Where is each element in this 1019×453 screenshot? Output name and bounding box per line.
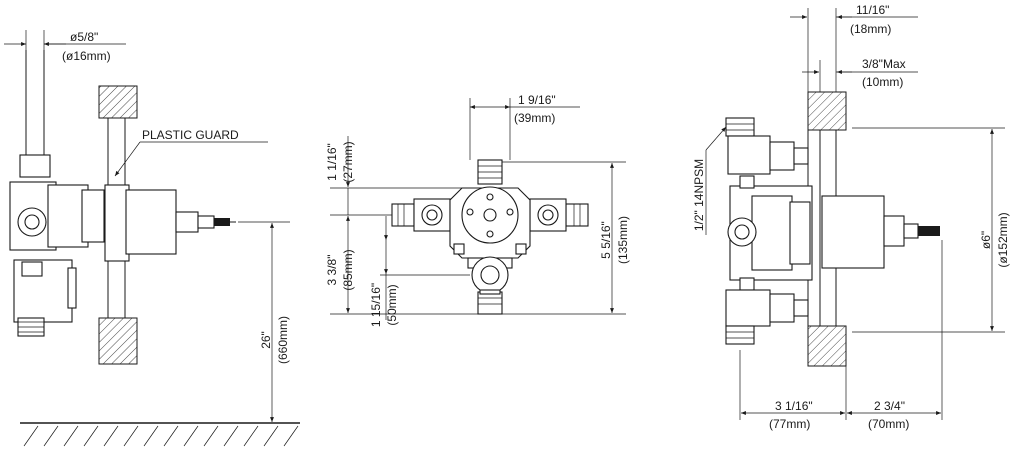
plate-diameter-label: ø6" <box>979 231 993 249</box>
bottom-outlet <box>477 291 503 315</box>
right-inlet <box>529 198 589 232</box>
total-height-dimension: 5 5/16" (135mm) <box>502 161 630 315</box>
plastic-guard-callout: PLASTIC GUARD <box>114 128 268 177</box>
plate-diameter-mm-label: (ø152mm) <box>996 212 1010 267</box>
floor-line <box>20 422 300 447</box>
pipe-diameter-dimension: ø5/8" (ø16mm) <box>4 30 126 63</box>
upper-offset-label: 1 1/16" <box>325 143 339 181</box>
thread-label: 1/2" 14NPSM <box>692 159 706 231</box>
wall-max-mm-label: (18mm) <box>850 22 891 36</box>
right-side-view: 11/16" (18mm) 3/8"Max (10mm) 1/2" 14NPSM… <box>692 3 1010 431</box>
outlet-offset-label: 1 15/16" <box>369 283 383 327</box>
height-dimension: 26" (660mm) <box>238 221 290 422</box>
valve-body-right <box>725 117 940 345</box>
height-label: 26" <box>259 331 273 349</box>
depth-dimensions: 3 1/16" (77mm) 2 3/4" (70mm) <box>739 240 943 431</box>
valve-body-side <box>9 181 105 337</box>
top-width-label: 1 9/16" <box>518 93 556 107</box>
pipe-diameter-mm-label: (ø16mm) <box>62 49 111 63</box>
top-width-mm-label: (39mm) <box>514 111 555 125</box>
left-side-view: ø5/8" (ø16mm) PLASTIC GUARD 26" (660mm) <box>4 30 300 447</box>
pipe-diameter-label: ø5/8" <box>70 30 98 44</box>
wall-min-label: 3/8"Max <box>862 57 906 71</box>
left-inlet <box>391 198 451 232</box>
height-mm-label: (660mm) <box>276 316 290 364</box>
top-width-dimension: 1 9/16" (39mm) <box>469 93 580 160</box>
thread-callout: 1/2" 14NPSM <box>692 126 727 235</box>
lower-offset-label: 3 3/8" <box>325 255 339 286</box>
plate-diameter-dimension: ø6" (ø152mm) <box>852 127 1010 333</box>
front-view: 1 9/16" (39mm) 1 1/16" (27mm) 3 3/8" (85… <box>325 93 630 327</box>
stem-mm-label: (70mm) <box>868 417 909 431</box>
outlet-offset-mm-label: (50mm) <box>385 284 399 325</box>
wall-max-label: 11/16" <box>856 3 889 17</box>
depth-label: 3 1/16" <box>775 399 813 413</box>
depth-mm-label: (77mm) <box>769 417 810 431</box>
valve-body-front <box>449 186 531 295</box>
stem-label: 2 3/4" <box>874 399 905 413</box>
plastic-guard-side <box>104 184 236 262</box>
lower-offset-mm-label: (85mm) <box>341 249 355 290</box>
left-vertical-dimensions: 1 1/16" (27mm) 3 3/8" (85mm) 1 15/16" (5… <box>325 136 478 327</box>
wall-min-mm-label: (10mm) <box>862 75 903 89</box>
wall-thickness-dimensions: 11/16" (18mm) 3/8"Max (10mm) <box>790 3 918 92</box>
plastic-guard-label: PLASTIC GUARD <box>142 128 239 142</box>
supply-pipe <box>19 50 51 178</box>
total-height-mm-label: (135mm) <box>616 216 630 264</box>
total-height-label: 5 5/16" <box>599 221 613 259</box>
upper-offset-mm-label: (27mm) <box>341 141 355 182</box>
